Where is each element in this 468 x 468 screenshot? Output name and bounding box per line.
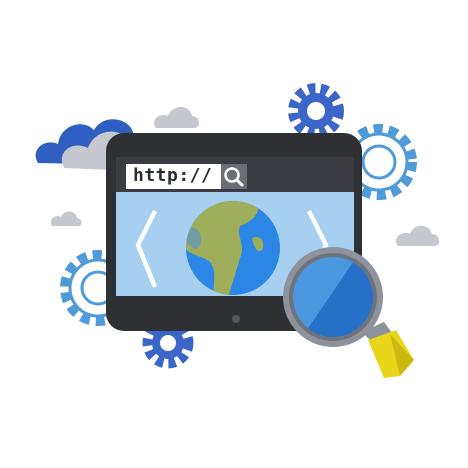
cloud-small-right-icon [396, 225, 440, 246]
magnifier-icon [283, 247, 414, 378]
gear-bottom-icon [142, 317, 194, 369]
globe-icon [186, 201, 280, 295]
chevron-left-icon[interactable] [135, 209, 158, 288]
search-icon[interactable] [224, 167, 244, 187]
cloud-small-top-icon [154, 107, 200, 128]
gear-right-outline-icon [341, 124, 417, 200]
address-bar[interactable] [126, 164, 247, 189]
cloud-small-left-icon [50, 211, 82, 226]
url-text[interactable]: http:// [133, 165, 213, 186]
gear-top-icon [288, 83, 344, 139]
